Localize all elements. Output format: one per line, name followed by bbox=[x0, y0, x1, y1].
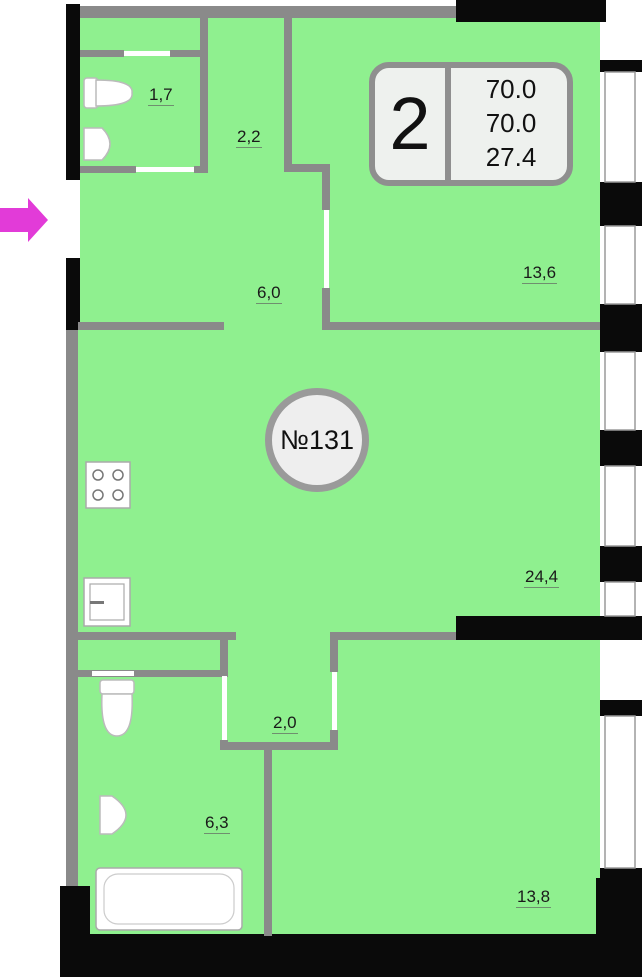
sink-icon bbox=[83, 127, 111, 161]
area-values: 70.0 70.0 27.4 bbox=[455, 72, 567, 174]
room-count: 2 bbox=[389, 82, 431, 165]
total-area-2: 70.0 bbox=[485, 108, 537, 138]
room-area-hall: 6,0 bbox=[256, 283, 282, 304]
bathtub-icon bbox=[95, 867, 243, 931]
room-area-bedroom-bottom: 13,8 bbox=[516, 887, 552, 908]
entrance-arrow-icon bbox=[0, 198, 48, 242]
interior-walls bbox=[66, 6, 600, 936]
exterior-walls bbox=[60, 0, 642, 977]
room-area-corridor-bottom: 2,0 bbox=[272, 713, 298, 734]
apartment-info-box: 2 70.0 70.0 27.4 bbox=[369, 62, 573, 186]
bathroom-sink-icon bbox=[99, 795, 127, 835]
windows bbox=[604, 71, 636, 869]
info-separator bbox=[445, 62, 451, 186]
room-area-living-kitchen: 24,4 bbox=[524, 567, 560, 588]
toilet-icon bbox=[83, 77, 133, 109]
apartment-number-badge: №131 bbox=[265, 388, 369, 492]
stove-icon bbox=[85, 461, 131, 509]
room-area-bathroom: 6,3 bbox=[204, 813, 230, 834]
living-area: 27.4 bbox=[485, 142, 537, 172]
room-area-corridor-top: 2,2 bbox=[236, 127, 262, 148]
total-area: 70.0 bbox=[485, 74, 537, 104]
bathroom-toilet-icon bbox=[99, 679, 135, 737]
kitchen-sink-icon bbox=[83, 577, 131, 627]
door-openings bbox=[66, 51, 337, 740]
room-area-wc: 1,7 bbox=[148, 85, 174, 106]
room-area-bedroom-top: 13,6 bbox=[522, 263, 558, 284]
